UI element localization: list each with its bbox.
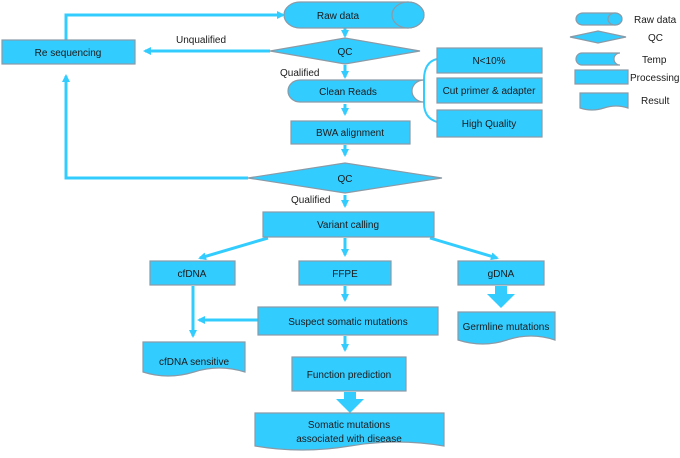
- cut-primer-label: Cut primer & adapter: [443, 86, 536, 97]
- germline-label: Germline mutations: [463, 322, 550, 333]
- connector-resequencing-to-rawdata: [64, 11, 285, 40]
- suspect-somatic-label: Suspect somatic mutations: [288, 317, 408, 328]
- bwa-label: BWA alignment: [316, 128, 384, 139]
- ffpe-label: FFPE: [332, 269, 358, 280]
- qualified-label-2: Qualified: [291, 195, 330, 206]
- re-sequencing-label: Re sequencing: [35, 48, 102, 59]
- connector-variant-to-cfdna: [198, 236, 269, 261]
- gdna-node: gDNA: [457, 260, 545, 286]
- legend-processing-label: Processing: [630, 73, 679, 84]
- connector-cleanreads-bracket: [423, 58, 438, 123]
- legend-temp: Temp: [575, 52, 667, 66]
- connectors: [62, 11, 515, 413]
- legend-qc: QC: [569, 30, 663, 44]
- qualified-label-1: Qualified: [280, 68, 319, 79]
- cfdna-label: cfDNA: [178, 269, 207, 280]
- connector-variant-to-gdna: [429, 236, 499, 261]
- legend-raw-data-label: Raw data: [634, 15, 677, 26]
- connector-gdna-to-germline: [487, 286, 515, 308]
- clean-reads-node: Clean Reads: [287, 79, 425, 103]
- somatic-disease-node: Somatic mutations associated with diseas…: [254, 412, 445, 451]
- somatic-disease-line1: Somatic mutations: [308, 420, 390, 431]
- high-quality-label: High Quality: [462, 119, 516, 130]
- legend-qc-label: QC: [648, 33, 663, 44]
- variant-calling-node: Variant calling: [262, 211, 435, 238]
- legend-result-label: Result: [641, 96, 670, 107]
- legend-processing: Processing: [574, 69, 679, 85]
- clean-reads-label: Clean Reads: [319, 87, 377, 98]
- qc1-decision: QC: [269, 37, 421, 65]
- cfdna-sensitive-node: cfDNA sensitive: [142, 341, 246, 377]
- bwa-node: BWA alignment: [290, 120, 411, 145]
- legend-temp-label: Temp: [642, 55, 667, 66]
- cfdna-node: cfDNA: [149, 260, 236, 286]
- re-sequencing-node: Re sequencing: [1, 39, 136, 65]
- qc1-label: QC: [338, 47, 353, 58]
- legend: Raw data QC Temp Processing Result: [569, 12, 679, 111]
- function-prediction-node: Function prediction: [291, 356, 407, 392]
- somatic-disease-line2: associated with disease: [296, 434, 402, 445]
- ffpe-node: FFPE: [298, 260, 392, 286]
- connector-function-to-somatic: [336, 392, 364, 413]
- connector-qc2-to-resequencing: [62, 74, 248, 180]
- cfdna-sensitive-label: cfDNA sensitive: [159, 357, 229, 368]
- function-prediction-label: Function prediction: [307, 370, 392, 381]
- cut-primer-node: Cut primer & adapter: [436, 77, 543, 104]
- qc2-label: QC: [338, 174, 353, 185]
- germline-node: Germline mutations: [457, 311, 556, 345]
- qc2-decision: QC: [247, 162, 443, 194]
- raw-data-label: Raw data: [317, 11, 360, 22]
- suspect-somatic-node: Suspect somatic mutations: [257, 306, 439, 336]
- raw-data-node: Raw data: [283, 1, 425, 29]
- legend-result: Result: [579, 92, 670, 111]
- n-lt-10-label: N<10%: [472, 56, 505, 67]
- n-lt-10-node: N<10%: [436, 47, 543, 74]
- variant-calling-label: Variant calling: [317, 220, 379, 231]
- high-quality-node: High Quality: [436, 109, 543, 138]
- gdna-label: gDNA: [488, 269, 515, 280]
- unqualified-label: Unqualified: [176, 35, 226, 46]
- legend-raw-data: Raw data: [575, 12, 677, 26]
